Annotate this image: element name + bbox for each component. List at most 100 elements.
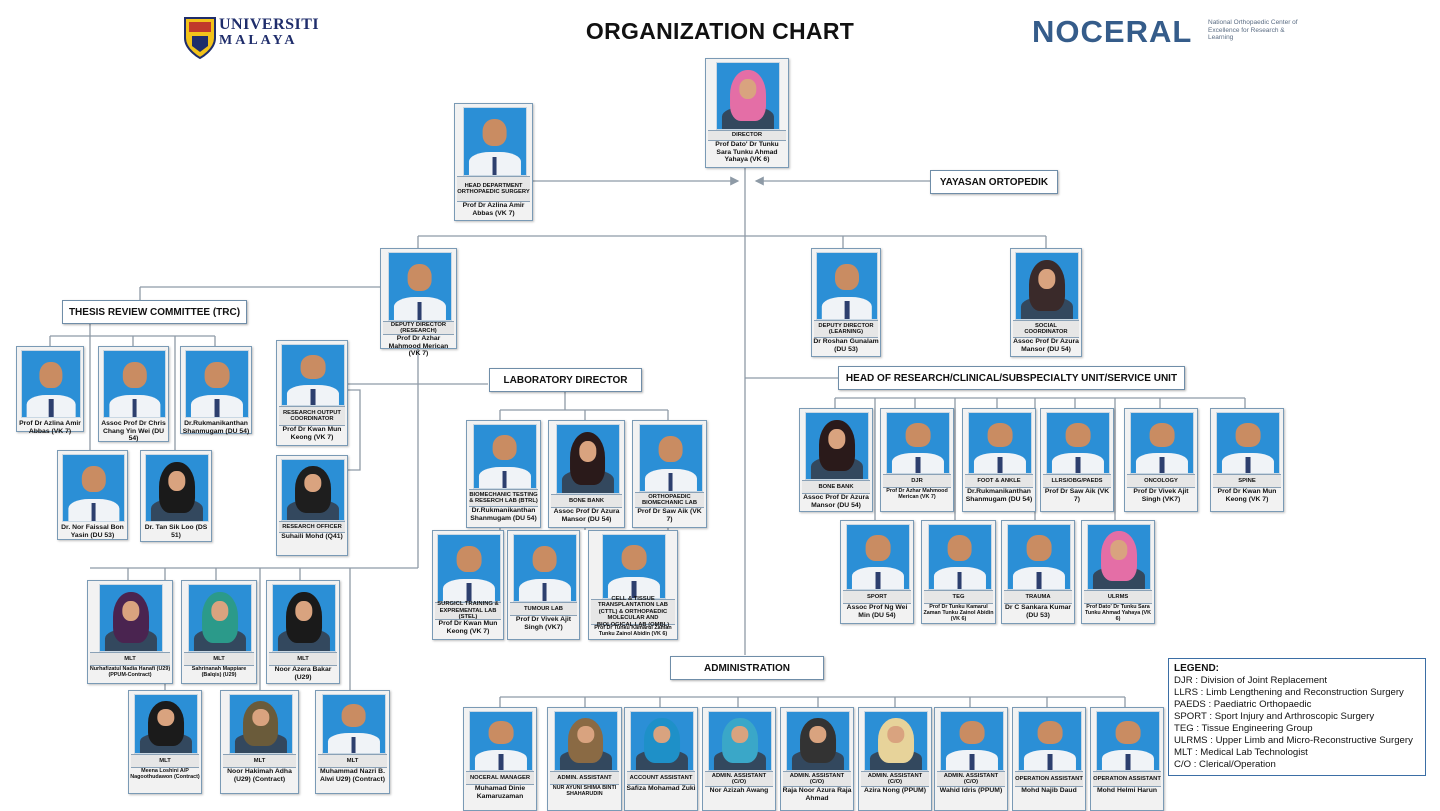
- universiti-malaya-logo: UNIVERSITI MALAYA: [183, 16, 320, 60]
- role-label: OPERATION ASSISTANT: [1015, 771, 1083, 787]
- portrait-photo: [1216, 412, 1280, 474]
- role-label: DIRECTOR: [708, 130, 786, 141]
- portrait-photo: [145, 454, 209, 522]
- role-label: HEAD DEPARTMENT ORTHOPAEDIC SURGERY: [457, 176, 530, 202]
- person-name: Assoc Prof Dr Azura Mansor (DU 54): [1013, 338, 1079, 353]
- role-label: SURGICL TRAINING & EXPREMENTAL LAB (STEL…: [435, 601, 501, 620]
- role-label: BONE BANK: [551, 494, 622, 508]
- portrait-photo: [437, 534, 501, 602]
- role-label: TRAUMA: [1004, 590, 1072, 604]
- person-name: Prof Dr Saw Aik (VK 7): [1044, 488, 1110, 503]
- person-name: Assoc Prof Dr Azura Mansor (DU 54): [803, 494, 869, 509]
- legend-item: C/O : Clerical/Operation: [1174, 759, 1276, 770]
- role-label: MLT: [131, 754, 199, 768]
- role-label: MLT: [223, 754, 296, 768]
- role-label: ADMIN. ASSISTANT (C/O): [861, 771, 929, 787]
- person-name: Dr Roshan Gunalam (DU 53): [813, 338, 879, 353]
- person-name: Dr. Tan Sik Loo (DS 51): [144, 524, 208, 539]
- legend-item: SPORT : Sport Injury and Arthroscopic Su…: [1174, 711, 1375, 722]
- portrait-photo: [927, 524, 992, 590]
- person-name: Dr.Rukmanikanthan Shanmugam (DU 54): [965, 488, 1033, 503]
- person-name: Dr. Nor Faissal Bon Yasin (DU 53): [61, 524, 124, 539]
- person-name: Noor Azera Bakar (U29): [274, 666, 332, 681]
- portrait-photo: [864, 711, 928, 771]
- role-label: ADMIN. ASSISTANT (C/O): [783, 771, 851, 787]
- page-title: ORGANIZATION CHART: [585, 18, 855, 44]
- person-name: Mohd Najib Daud: [1021, 787, 1077, 794]
- role-label: ADMIN. ASSISTANT: [550, 771, 619, 785]
- person-name: Dr C Sankara Kumar (DU 53): [1004, 604, 1072, 619]
- portrait-photo: [886, 412, 950, 474]
- person-name: Assoc Prof Dr Azura Mansor (DU 54): [553, 508, 620, 523]
- portrait-photo: [555, 424, 620, 494]
- portrait-photo: [462, 107, 527, 176]
- person-name: Prof Dr Tunku Kamarul Zaman Tunku Zainol…: [594, 625, 672, 638]
- portrait-photo: [1018, 711, 1082, 771]
- person-name: Prof Dr Azhar Mahmood Merican (VK 7): [388, 335, 449, 357]
- legend-item: LLRS : Limb Lengthening and Reconstructi…: [1174, 687, 1404, 698]
- portrait-photo: [716, 62, 780, 130]
- legend-item: ULRMS : Upper Limb and Micro-Reconstruct…: [1174, 735, 1413, 746]
- person-name: Prof Dato' Dr Tunku Sara Tunku Ahmad Yah…: [715, 141, 779, 163]
- portrait-photo: [630, 711, 694, 771]
- person-name: Prof Dr Azlina Amir Abbas (VK 7): [462, 202, 525, 217]
- noceral-wordmark: NOCERAL: [1032, 14, 1193, 49]
- person-card-a5: ADMIN. ASSISTANT (C/O)Raja Noor Azura Ra…: [780, 707, 854, 811]
- legend-item: TEG : Tissue Engineering Group: [1174, 723, 1313, 734]
- portrait-photo: [134, 694, 198, 754]
- portrait-photo: [62, 454, 125, 522]
- role-label: ADMIN. ASSISTANT (C/O): [705, 771, 773, 787]
- role-label: BONE BANK: [802, 480, 870, 494]
- portrait-photo: [638, 424, 703, 492]
- portrait-photo: [805, 412, 869, 480]
- person-name: Dr.Rukmanikanthan Shanmugam (DU 54): [182, 420, 250, 435]
- person-name: Muhammad Nazri B. Alwi U29) (Contract): [320, 768, 385, 783]
- legend-item: PAEDS : Paediatric Orthopaedic: [1174, 699, 1312, 710]
- noceral-logo: NOCERAL National Orthopaedic Center of E…: [1032, 14, 1298, 52]
- portrait-photo: [708, 711, 772, 771]
- person-card-dd_research: DEPUTY DIRECTOR (RESEARCH)Prof Dr Azhar …: [380, 248, 457, 357]
- person-card-trc5: Dr. Tan Sik Loo (DS 51): [140, 450, 212, 542]
- role-label: TEG: [924, 590, 993, 604]
- person-card-lab1: BIOMECHANIC TESTING & RESERCH LAB (BTRL)…: [466, 420, 541, 528]
- person-name: Azira Nong (PPUM): [864, 787, 926, 794]
- role-label: MLT: [269, 652, 337, 666]
- role-label: TUMOUR LAB: [510, 602, 577, 616]
- portrait-photo: [272, 584, 336, 652]
- portrait-photo: [602, 534, 666, 599]
- person-name: Prof Dato' Dr Tunku Sara Tunku Ahmad Yah…: [1084, 604, 1152, 623]
- role-label: FOOT & ANKLE: [965, 474, 1033, 488]
- role-label: RESEARCH OUTPUT COORDINATOR: [279, 406, 345, 426]
- role-label: SOCIAL COORDINATOR: [1013, 320, 1079, 338]
- legend-item: DJR : Division of Joint Replacement: [1174, 675, 1328, 686]
- person-name: Dr.Rukmanikanthan Shanmugam (DU 54): [470, 507, 537, 522]
- portrait-photo: [188, 584, 252, 652]
- portrait-photo: [103, 350, 166, 418]
- portrait-photo: [968, 412, 1032, 474]
- role-label: LLRS/OBG/PAEDS: [1043, 474, 1111, 488]
- role-label: SPINE: [1213, 474, 1281, 488]
- role-label: DEPUTY DIRECTOR (RESEARCH): [383, 321, 454, 335]
- role-label: OPERATION ASSISTANT: [1093, 771, 1161, 787]
- yayasan-ortopedik-box: YAYASAN ORTOPEDIK: [930, 170, 1058, 194]
- um-logo-line1: UNIVERSITI: [219, 16, 320, 33]
- person-name: Sahrinanah Mappiare (Balqis) (U29): [191, 666, 247, 679]
- role-label: DEPUTY DIRECTOR (LEARNING): [814, 320, 878, 338]
- portrait-photo: [846, 524, 910, 590]
- person-name: Prof Dr Azhar Mahmood Merican (VK 7): [886, 488, 948, 501]
- role-label: ORTHOPAEDIC BIOMECHANIC LAB: [635, 492, 704, 508]
